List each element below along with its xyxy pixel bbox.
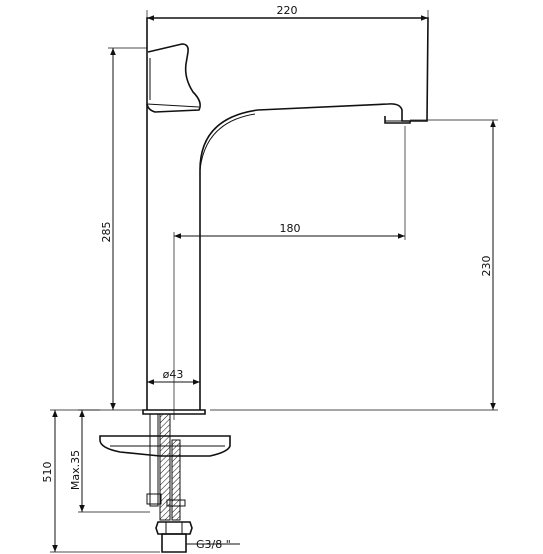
dimension-max-35: Max.35	[69, 409, 150, 513]
dimension-285-label: 285	[100, 222, 113, 243]
dimension-230: 230	[210, 119, 498, 411]
base-flange	[142, 409, 206, 415]
dimension-180-label: 180	[280, 222, 301, 235]
dimension-180: 180	[173, 126, 406, 420]
dimension-diameter-43: ø43	[147, 368, 200, 385]
dimension-diameter-43-label: ø43	[163, 368, 184, 381]
thread-label-text: G3/8 "	[196, 538, 231, 551]
dimension-510-label: 510	[41, 462, 54, 483]
faucet-body	[146, 17, 429, 410]
dimension-510: 510	[41, 409, 160, 553]
dimension-220: 220	[146, 4, 429, 46]
dimension-max-35-label: Max.35	[69, 450, 82, 490]
dimension-230-label: 230	[480, 256, 493, 277]
lever-handle	[146, 43, 201, 113]
dimension-220-label: 220	[277, 4, 298, 17]
dimension-285: 285	[100, 47, 147, 411]
thread-label: G3/8 "	[186, 538, 240, 551]
mounting-assembly	[99, 413, 231, 553]
